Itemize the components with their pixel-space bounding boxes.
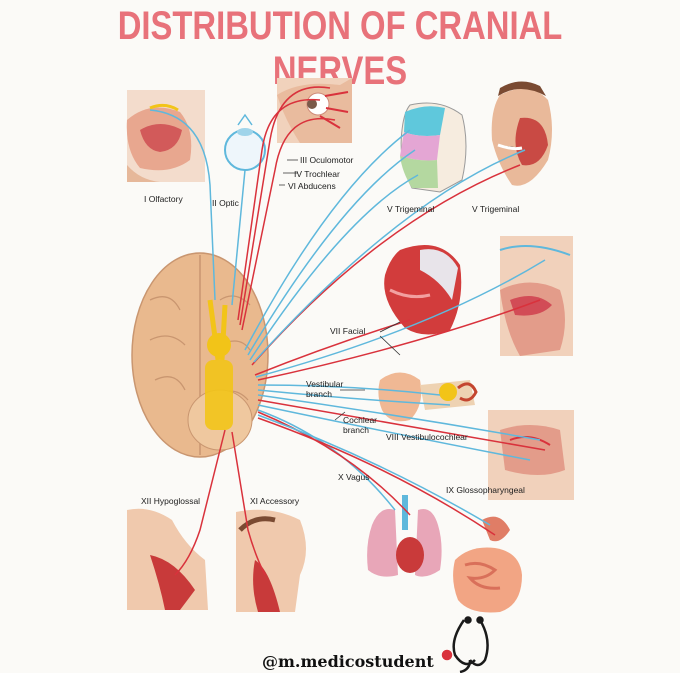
label-vestibular-branch: Vestibular branch [306, 379, 343, 399]
trigeminal-jaw-illustration [492, 81, 552, 185]
lungs-heart-illustration [367, 495, 442, 577]
label-abducens: VI Abducens [288, 181, 336, 191]
label-cochlear-branch: Cochlear branch [343, 415, 377, 435]
ear-illustration [378, 373, 476, 422]
label-glossopharyngeal: IX Glossopharyngeal [446, 485, 525, 495]
stethoscope-icon [443, 618, 488, 673]
label-accessory: XI Accessory [250, 496, 299, 506]
trigeminal-face-illustration [400, 103, 466, 192]
olfactory-nose-illustration [127, 90, 205, 182]
label-trigeminal-jaw: V Trigeminal [472, 204, 519, 214]
digestive-tract-illustration [453, 517, 522, 613]
label-trochlear: IV Trochlear [294, 169, 340, 179]
mouth-tongue-illustration [500, 236, 573, 356]
brain-illustration [132, 253, 268, 457]
label-oculomotor: III Oculomotor [300, 155, 353, 165]
label-olfactory: I Olfactory [144, 194, 183, 204]
label-vagus: X Vagus [338, 472, 370, 482]
hypoglossal-neck-illustration [127, 509, 208, 610]
label-vestibulocochlear: VIII Vestibulocochlear [386, 432, 468, 442]
label-facial: VII Facial [330, 326, 365, 336]
optic-eye-illustration [225, 115, 265, 170]
footer-handle: @m.medicostudent [262, 652, 434, 671]
label-trigeminal-face: V Trigeminal [387, 204, 434, 214]
label-optic: II Optic [212, 198, 239, 208]
label-hypoglossal: XII Hypoglossal [141, 496, 200, 506]
